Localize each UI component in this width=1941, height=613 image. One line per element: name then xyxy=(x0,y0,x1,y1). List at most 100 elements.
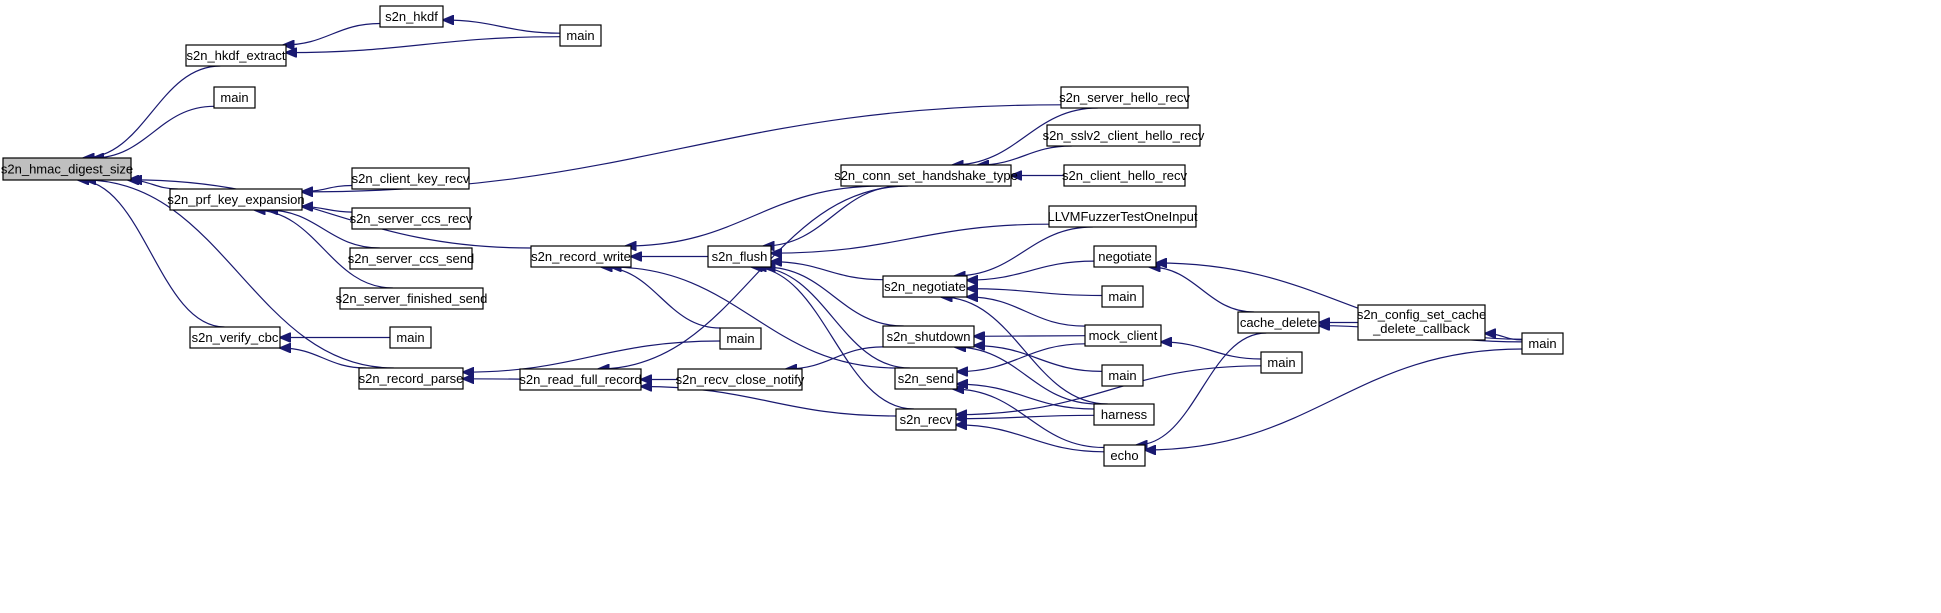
node-label: s2n_record_parse xyxy=(359,371,464,386)
node-prf[interactable]: s2n_prf_key_expansion xyxy=(167,188,305,211)
node-main-send[interactable]: main xyxy=(1101,364,1144,387)
node-label: negotiate xyxy=(1098,249,1152,264)
node-label: s2n_client_key_recv xyxy=(352,171,470,186)
node-box xyxy=(351,207,471,230)
node-label: s2n_flush xyxy=(712,249,768,264)
edge-send-from-harness xyxy=(957,384,1095,410)
node-label: LLVMFuzzerTestOneInput xyxy=(1047,209,1197,224)
node-label: s2n_server_hello_recv xyxy=(1059,90,1190,105)
node-label: s2n_send xyxy=(898,371,954,386)
node-box xyxy=(389,326,432,349)
node-box xyxy=(707,245,772,268)
node-box xyxy=(213,86,256,109)
edge-record-write-from-conn-set xyxy=(626,185,882,246)
node-hkdf-extract[interactable]: s2n_hkdf_extract xyxy=(185,44,287,67)
node-box xyxy=(349,247,473,270)
node-client-key-recv[interactable]: s2n_client_key_recv xyxy=(351,167,470,190)
edge-negotiate-s2n-from-llvm xyxy=(955,226,1093,276)
node-main-cbc[interactable]: main xyxy=(389,326,432,349)
edge-hmac-from-record-parse xyxy=(85,180,394,369)
node-label: s2n_server_finished_send xyxy=(336,291,488,306)
node-server-ccs-send[interactable]: s2n_server_ccs_send xyxy=(348,247,474,270)
node-client-hello-recv[interactable]: s2n_client_hello_recv xyxy=(1062,164,1188,187)
node-main-rw[interactable]: main xyxy=(719,327,762,350)
node-main-right[interactable]: main xyxy=(1521,332,1564,355)
edge-flush-from-send xyxy=(756,267,910,369)
edge-hkdf-extract-from-main-hkdf xyxy=(286,36,561,53)
node-negotiate-s2n[interactable]: s2n_negotiate xyxy=(882,275,968,298)
node-llvm[interactable]: LLVMFuzzerTestOneInput xyxy=(1047,205,1198,228)
node-main-a[interactable]: main xyxy=(213,86,256,109)
node-echo[interactable]: echo xyxy=(1103,444,1146,467)
node-conn-set[interactable]: s2n_conn_set_handshake_type xyxy=(834,164,1018,187)
edge-recv-from-main-cache xyxy=(956,365,1262,415)
node-label: main xyxy=(1108,368,1136,383)
node-label: s2n_prf_key_expansion xyxy=(167,192,304,207)
edge-layer xyxy=(78,20,1523,452)
node-cache-delete[interactable]: cache_delete xyxy=(1237,311,1320,334)
edge-record-parse-from-main-rw xyxy=(463,340,721,372)
node-record-write[interactable]: s2n_record_write xyxy=(530,245,632,268)
node-server-finished-send[interactable]: s2n_server_finished_send xyxy=(336,287,488,310)
edge-shutdown-from-harness xyxy=(955,347,1098,405)
node-label: s2n_negotiate xyxy=(884,279,966,294)
node-server-hello-recv[interactable]: s2n_server_hello_recv xyxy=(1059,86,1190,109)
node-label: echo xyxy=(1110,448,1138,463)
edge-hmac-from-hkdf-extract xyxy=(83,65,221,158)
edge-recv-close-notify-from-shutdown xyxy=(786,346,884,369)
node-label-line: s2n_config_set_cache xyxy=(1357,307,1486,322)
node-label: s2n_server_ccs_recv xyxy=(350,211,473,226)
node-verify-cbc[interactable]: s2n_verify_cbc xyxy=(189,326,281,349)
edge-hmac-from-verify-cbc xyxy=(78,180,225,328)
node-recv[interactable]: s2n_recv xyxy=(895,408,957,431)
node-label: s2n_conn_set_handshake_type xyxy=(834,168,1018,183)
node-mock-client[interactable]: mock_client xyxy=(1084,324,1162,347)
node-config-cache[interactable]: s2n_config_set_cache_delete_callback xyxy=(1357,304,1486,341)
node-box xyxy=(882,325,975,348)
node-read-full-record[interactable]: s2n_read_full_record xyxy=(519,368,642,391)
node-box xyxy=(358,367,464,390)
edge-prf-from-client-key-recv xyxy=(302,184,353,192)
node-label: mock_client xyxy=(1089,328,1158,343)
node-box xyxy=(1237,311,1320,334)
node-send[interactable]: s2n_send xyxy=(894,367,958,390)
node-hkdf[interactable]: s2n_hkdf xyxy=(379,5,444,28)
edge-mock-client-from-main-cache xyxy=(1161,342,1262,360)
edge-record-write-from-send xyxy=(611,267,897,369)
node-box xyxy=(379,5,444,28)
node-label: main xyxy=(220,90,248,105)
node-main-neg[interactable]: main xyxy=(1101,285,1144,308)
node-box xyxy=(1103,444,1146,467)
node-flush[interactable]: s2n_flush xyxy=(707,245,772,268)
edge-prf-from-server-ccs-send xyxy=(267,210,380,249)
edge-echo-from-cache-delete xyxy=(1137,332,1267,445)
node-box xyxy=(351,167,470,190)
node-harness[interactable]: harness xyxy=(1093,403,1155,426)
node-box xyxy=(1357,304,1486,341)
node-label: s2n_server_ccs_send xyxy=(348,251,474,266)
edge-negotiate-s2n-from-harness xyxy=(941,297,1108,405)
edge-recv-from-harness xyxy=(956,415,1095,418)
node-sslv2[interactable]: s2n_sslv2_client_hello_recv xyxy=(1043,124,1205,147)
node-record-parse[interactable]: s2n_record_parse xyxy=(358,367,464,390)
edge-prf-from-server-ccs-recv xyxy=(302,207,353,213)
node-box xyxy=(840,164,1012,187)
node-hmac[interactable]: s2n_hmac_digest_size xyxy=(1,157,133,181)
node-label: cache_delete xyxy=(1240,315,1317,330)
node-main-cache[interactable]: main xyxy=(1260,351,1303,374)
node-recv-close-notify[interactable]: s2n_recv_close_notify xyxy=(676,368,805,391)
edge-prf-from-server-finished-send xyxy=(255,210,393,289)
node-server-ccs-recv[interactable]: s2n_server_ccs_recv xyxy=(350,207,473,230)
node-shutdown[interactable]: s2n_shutdown xyxy=(882,325,975,348)
edge-verify-cbc-from-record-parse xyxy=(280,348,366,369)
node-label: s2n_verify_cbc xyxy=(192,330,279,345)
node-negotiate[interactable]: negotiate xyxy=(1093,245,1157,268)
node-label: s2n_sslv2_client_hello_recv xyxy=(1043,128,1205,143)
node-box xyxy=(719,327,762,350)
node-label: harness xyxy=(1101,407,1148,422)
node-box xyxy=(1084,324,1162,347)
node-box xyxy=(1046,124,1201,147)
node-main-hkdf[interactable]: main xyxy=(559,24,602,47)
node-box xyxy=(169,188,303,211)
